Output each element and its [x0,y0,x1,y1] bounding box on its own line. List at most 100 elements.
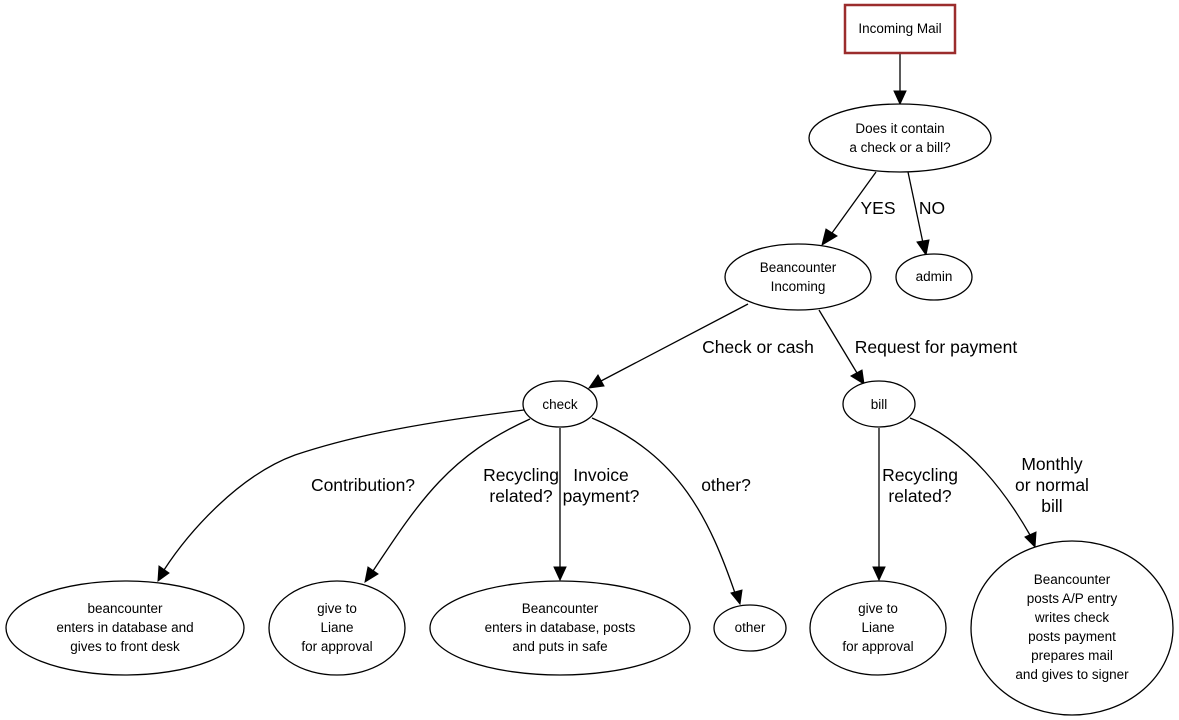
node-label: give to Liane for approval [301,601,372,654]
arrowhead [553,566,567,582]
edge-label-contribution: Contribution? [311,475,415,495]
text-line: posts A/P entry [1027,591,1118,606]
text-line: give to [317,601,357,616]
edge-beancounter-to-check [587,303,749,389]
arrowhead [850,369,865,385]
text-line: Check or cash [702,337,814,357]
arrowhead [1024,531,1037,549]
edge-bill-to-recycling-liane [872,428,886,582]
arrowhead [893,90,907,106]
text-line: Monthly [1021,454,1083,474]
arrowhead [872,566,886,582]
edge-question-to-admin [907,171,930,257]
node-label: bill [871,397,888,412]
text-line: Incoming Mail [858,21,941,36]
node-label: give to Liane for approval [842,601,913,654]
text-line: enters in database, posts [485,620,636,635]
node-bill-recycling-liane: give to Liane for approval [809,580,947,676]
arrowhead [364,566,379,584]
edge-bill-to-payment-steps [909,417,1037,549]
text-line: Recycling [483,465,559,485]
node-check: check [522,380,598,428]
node-label: Beancounter enters in database, posts and … [485,601,636,654]
text-line: admin [916,269,953,284]
text-line: and puts in safe [512,639,607,654]
node-label: beancounter enters in database and gives t… [56,601,193,654]
text-line: other? [701,475,751,495]
text-line: NO [919,198,945,218]
text-line: give to [858,601,898,616]
text-line: enters in database and [56,620,193,635]
text-line: related? [489,486,553,506]
text-line: YES [860,198,895,218]
edge-check-to-invoice-safe [553,428,567,582]
edge-label-check-or-cash: Check or cash [702,337,814,357]
node-contribution-entry: beancounter enters in database and gives t… [5,580,245,676]
node-contains-check-or-bill: Does it contain a check or a bill? [808,103,992,173]
edge-label-no: NO [919,198,945,218]
text-line: and gives to signer [1015,667,1129,682]
edge-beancounter-to-bill [818,309,865,385]
arrowhead [587,374,605,389]
node-check-recycling-liane: give to Liane for approval [268,580,406,676]
text-line: Beancounter [1034,572,1111,587]
text-line: a check or a bill? [849,140,950,155]
text-line: Incoming [771,279,826,294]
text-line: Does it contain [855,121,944,136]
start-box [843,3,957,55]
text-line: Beancounter [522,601,599,616]
text-line: posts payment [1028,629,1116,644]
node-bill-payment-steps: Beancounter posts A/P entry writes check po… [970,540,1174,716]
node-invoice-payment-safe: Beancounter enters in database, posts and … [429,580,691,676]
node-label: Incoming Mail [858,21,941,36]
text-line: Invoice [573,465,628,485]
node-label: other [735,620,766,635]
text-line: Contribution? [311,475,415,495]
text-line: for approval [301,639,372,654]
node-admin: admin [895,253,973,301]
text-line: writes check [1034,610,1110,625]
node-bill: bill [842,380,916,428]
text-line: Liane [861,620,894,635]
text-line: or normal [1015,475,1089,495]
text-line: gives to front desk [70,639,180,654]
text-line: for approval [842,639,913,654]
text-line: Liane [320,620,353,635]
arrowhead [821,228,838,247]
edge-incoming-to-question [893,53,907,106]
edge-label-yes: YES [860,198,895,218]
node-label: Does it contain a check or a bill? [849,121,950,155]
text-line: Request for payment [855,337,1018,357]
arrowhead [730,589,743,606]
text-line: bill [1041,496,1062,516]
text-line: Recycling [882,465,958,485]
edge-label-request-for-payment: Request for payment [855,337,1018,357]
node-label: Beancounter posts A/P entry writes check po… [1015,572,1129,682]
node-label: admin [916,269,953,284]
edge-check-to-other [591,417,743,606]
node-other: other [713,604,787,652]
arrowhead [157,565,170,583]
node-incoming-mail: Incoming Mail [843,3,957,55]
text-line: beancounter [87,601,163,616]
text-line: bill [871,397,888,412]
edge-check-to-contribution-entry [157,409,525,583]
node-label: check [542,397,578,412]
text-line: prepares mail [1031,648,1113,663]
edge-check-to-recycling-liane [364,418,531,584]
text-line: check [542,397,578,412]
text-line: payment? [563,486,640,506]
edge-question-to-beancounter [821,171,877,247]
arrowhead [916,239,930,257]
text-line: other [735,620,766,635]
text-line: related? [888,486,952,506]
edge-label-other: other? [701,475,751,495]
text-line: Beancounter [760,260,837,275]
